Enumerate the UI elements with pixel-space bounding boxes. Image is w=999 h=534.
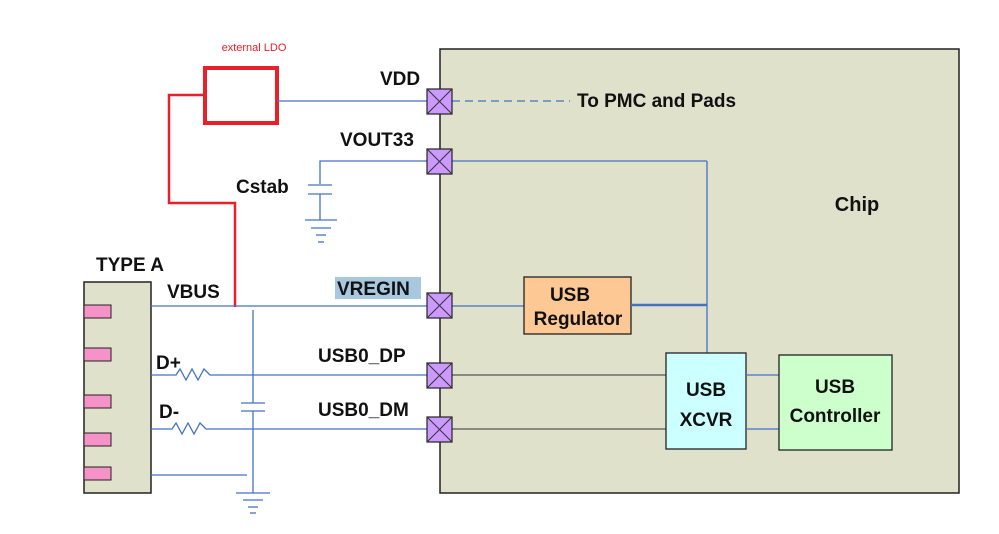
connector-pin — [83, 394, 112, 409]
ldo-input-wire — [167, 93, 237, 307]
vout33-wire — [319, 160, 427, 184]
pin-label-vregin: VREGIN — [337, 279, 410, 300]
pin-label-usb0-dm: USB0_DM — [318, 400, 409, 421]
vbus-ground-icon — [236, 492, 270, 514]
pad-vdd — [426, 88, 453, 115]
vbus-label: VBUS — [167, 282, 220, 303]
connector-label: TYPE A — [96, 255, 164, 276]
cstab-ground-icon — [305, 219, 337, 243]
usb-regulator-label-line2: Regulator — [534, 309, 623, 330]
pin-label-vdd: VDD — [380, 69, 420, 90]
connector-pin — [83, 304, 112, 319]
connector-pins — [83, 304, 112, 481]
connector-pin — [83, 432, 112, 447]
usb-xcvr-block — [665, 352, 747, 450]
vbus-capacitor — [241, 310, 265, 493]
usb-xcvr-label-line2: XCVR — [680, 410, 733, 431]
d-plus-label: D+ — [156, 353, 181, 374]
d-minus-label: D- — [159, 402, 179, 423]
usb-regulator-block — [523, 276, 632, 335]
pad-vout33 — [426, 148, 453, 175]
connector-pin — [83, 466, 112, 481]
usb-controller-block — [778, 354, 893, 451]
d-plus-resistor — [151, 367, 233, 382]
external-ldo-label: external LDO — [222, 42, 287, 54]
vregin-highlight — [335, 277, 421, 299]
cstab-label: Cstab — [236, 177, 289, 198]
cstab-capacitor — [308, 184, 332, 220]
pin-label-vout33: VOUT33 — [340, 130, 414, 151]
usb-xcvr-label-line1: USB — [686, 380, 726, 401]
usb-controller-label-line2: Controller — [790, 406, 881, 427]
pad-usb0-dm — [426, 416, 453, 443]
chip-label: Chip — [835, 194, 879, 216]
connector-pin — [83, 347, 112, 362]
d-minus-resistor-wire — [151, 421, 427, 436]
pad-usb0-dp — [426, 362, 453, 389]
to-pmc-label: To PMC and Pads — [577, 91, 736, 112]
usb-regulator-label-line1: USB — [550, 285, 590, 306]
usb-controller-label-line1: USB — [815, 377, 855, 398]
pin-label-usb0-dp: USB0_DP — [318, 346, 406, 367]
pad-vregin — [426, 292, 453, 319]
external-ldo-box — [203, 66, 279, 125]
